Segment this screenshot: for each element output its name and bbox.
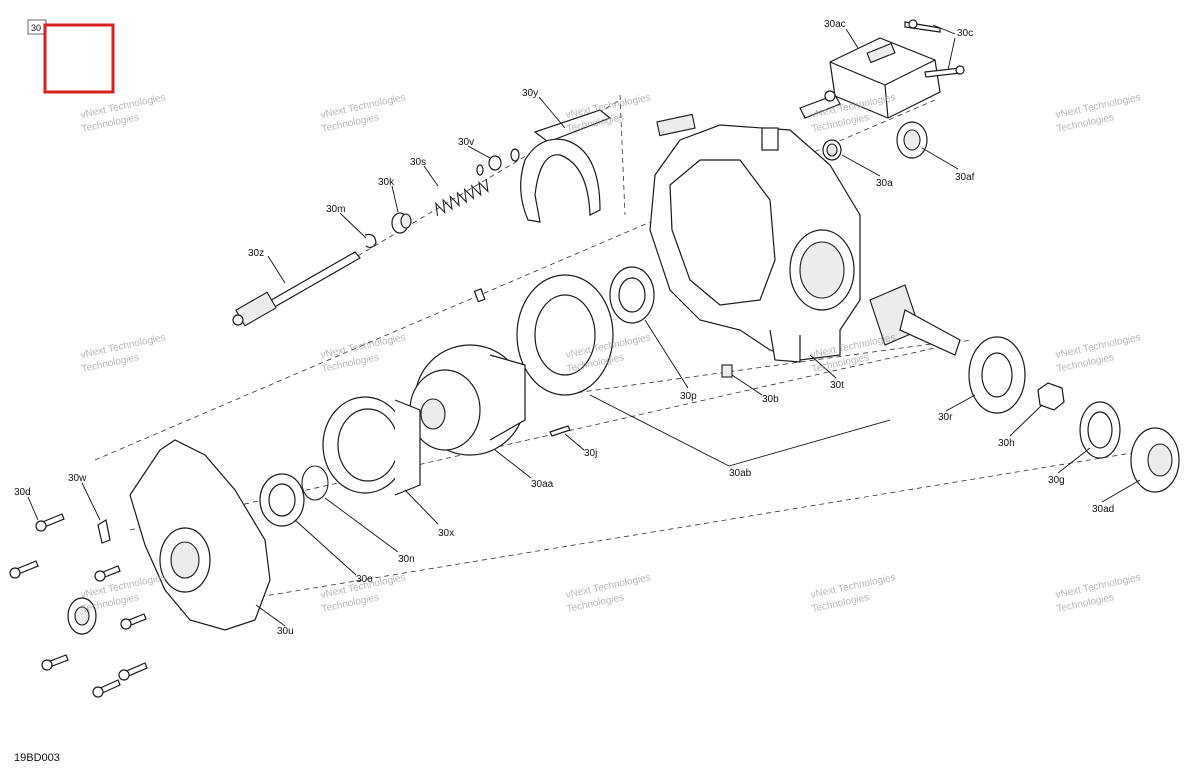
callout-30x[interactable]: 30x (438, 528, 454, 539)
part-30x-clutch-housing[interactable] (322, 396, 421, 496)
part-30s-spring[interactable] (432, 178, 491, 217)
part-30z-shaft[interactable] (232, 251, 361, 327)
part-30o-bearing[interactable] (259, 473, 305, 527)
callout-30v[interactable]: 30v (458, 137, 474, 148)
callout-30ab[interactable]: 30ab (729, 468, 752, 479)
callout-30w[interactable]: 30w (68, 473, 87, 484)
part-seal-left[interactable] (67, 597, 97, 635)
callout-30ad[interactable]: 30ad (1092, 504, 1114, 515)
callout-30g[interactable]: 30g (1048, 475, 1065, 486)
drawing-code: 19BD003 (14, 752, 60, 764)
callout-30u[interactable]: 30u (277, 626, 294, 637)
part-ring-gear[interactable] (516, 274, 614, 396)
part-30aa-differential[interactable] (409, 344, 526, 456)
callout-30p[interactable]: 30p (680, 391, 697, 402)
callout-30aa[interactable]: 30aa (531, 479, 554, 490)
callout-30z[interactable]: 30z (248, 248, 264, 259)
callout-30d[interactable]: 30d (14, 487, 31, 498)
part-30ac-actuator[interactable] (799, 37, 941, 119)
part-30t-housing[interactable] (649, 113, 861, 363)
callout-30r[interactable]: 30r (938, 412, 953, 423)
part-30n-oring[interactable] (301, 465, 329, 501)
leader-lines (27, 24, 1141, 627)
part-30p-bearing[interactable] (609, 266, 655, 324)
reference-tag-label: 30 (31, 23, 41, 33)
assembly-axes (94, 94, 1151, 611)
part-30g-retainer[interactable] (1079, 401, 1121, 459)
callout-30ac[interactable]: 30ac (824, 19, 846, 30)
callout-30n[interactable]: 30n (398, 554, 415, 565)
callout-30b[interactable]: 30b (762, 394, 779, 405)
callout-30h[interactable]: 30h (998, 438, 1015, 449)
callout-30c[interactable]: 30c (957, 28, 973, 39)
callout-labels: 30ac 30c 30y 30v 30s 30k 30m 30z 30a 30a… (14, 19, 1114, 637)
part-small-pin[interactable] (473, 288, 486, 303)
part-pinion-gear[interactable] (869, 284, 961, 356)
callout-30a[interactable]: 30a (876, 178, 893, 189)
part-30af-seal[interactable] (896, 121, 928, 159)
callout-30af[interactable]: 30af (955, 172, 975, 183)
part-30k-bushing[interactable] (391, 212, 412, 234)
part-30ad-seal[interactable] (1130, 427, 1180, 493)
part-30a-plug[interactable] (822, 139, 842, 161)
part-30m-clip[interactable] (364, 233, 377, 249)
reference-tag[interactable]: 30 (27, 19, 47, 35)
part-30w-fitting[interactable] (97, 519, 111, 544)
callout-30o[interactable]: 30o (356, 574, 373, 585)
part-30h-nut[interactable] (1037, 382, 1065, 411)
callout-30t[interactable]: 30t (830, 380, 844, 391)
highlight-frame (43, 23, 115, 94)
part-30d-bolts[interactable] (9, 513, 148, 698)
part-30b-plug[interactable] (721, 364, 733, 378)
callout-30m[interactable]: 30m (326, 204, 345, 215)
part-30v-washer[interactable] (476, 148, 520, 176)
callout-30s[interactable]: 30s (410, 157, 426, 168)
part-30r-bearing[interactable] (968, 336, 1026, 414)
part-30u-cover[interactable] (129, 439, 271, 631)
callout-30j[interactable]: 30j (584, 448, 597, 459)
callout-30k[interactable]: 30k (378, 177, 395, 188)
part-30j-pin[interactable] (549, 425, 571, 437)
callout-30y[interactable]: 30y (522, 88, 538, 99)
part-30y-shift-fork[interactable] (520, 109, 612, 223)
